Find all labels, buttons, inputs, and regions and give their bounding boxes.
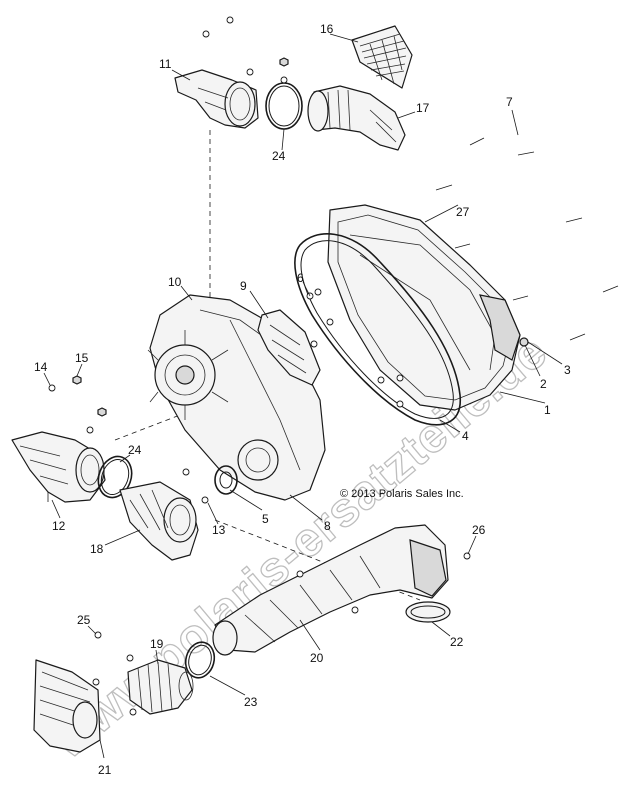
part-1-outer-cover — [327, 204, 521, 411]
callout-1: 1 — [544, 403, 551, 417]
callout-19: 19 — [150, 637, 164, 651]
callout-16: 16 — [320, 22, 334, 36]
part-19-lower-boot — [127, 659, 194, 715]
callout-leaders — [43, 33, 563, 696]
part-12-lower-duct — [11, 431, 106, 503]
callout-24-lower: 24 — [128, 443, 142, 457]
callout-6: 6 — [297, 271, 304, 285]
callout-7: 7 — [506, 95, 513, 109]
callout-17: 17 — [416, 101, 430, 115]
part-21-inlet-housing — [33, 659, 105, 759]
callout-24-upper: 24 — [272, 149, 286, 163]
callout-20: 20 — [310, 651, 324, 665]
callout-25: 25 — [77, 613, 91, 627]
callout-9: 9 — [240, 279, 247, 293]
part-24-clamp-upper — [265, 76, 303, 130]
fasteners — [48, 16, 619, 716]
callout-13: 13 — [212, 523, 226, 537]
part-24-clamp-lower — [97, 455, 133, 499]
callout-8: 8 — [324, 519, 331, 533]
callout-23: 23 — [244, 695, 258, 709]
callout-3: 3 — [564, 363, 571, 377]
part-17-intake-boot — [307, 85, 406, 151]
callout-21: 21 — [98, 763, 112, 777]
part-4-cover-seal — [294, 233, 461, 426]
callout-26: 26 — [472, 523, 486, 537]
callout-22: 22 — [450, 635, 464, 649]
copyright-notice: © 2013 Polaris Sales Inc. — [340, 488, 464, 500]
callout-27: 27 — [456, 205, 470, 219]
part-22-band-clamp — [405, 601, 451, 623]
part-18-elbow-boot — [119, 481, 199, 561]
part-9-gasket-plate — [257, 309, 321, 386]
callout-4: 4 — [462, 429, 469, 443]
callout-5: 5 — [262, 512, 269, 526]
callout-14: 14 — [34, 360, 48, 374]
callout-15: 15 — [75, 351, 89, 365]
part-16-intake-grille — [351, 25, 413, 89]
callout-labels: 1 2 3 4 5 6 7 8 9 10 11 12 13 14 15 16 1… — [34, 22, 571, 777]
part-11-upper-duct — [174, 69, 259, 129]
callout-11: 11 — [159, 57, 172, 71]
callout-18: 18 — [90, 542, 104, 556]
part-20-main-duct — [212, 524, 449, 656]
part-23-clamp — [184, 641, 216, 679]
callout-10: 10 — [168, 275, 182, 289]
callout-2: 2 — [540, 377, 547, 391]
part-5-washer — [214, 465, 238, 495]
callout-12: 12 — [52, 519, 66, 533]
